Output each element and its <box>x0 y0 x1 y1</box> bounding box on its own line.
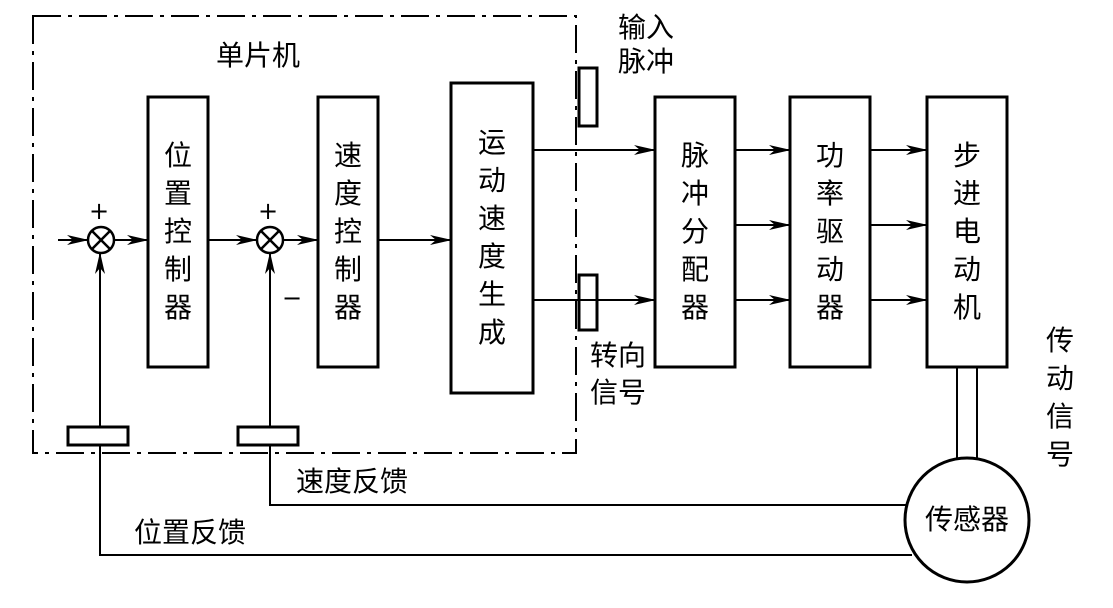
speed-feedback-label: 速度反馈 <box>296 465 409 498</box>
power-driver-text: 功率驱动器 <box>815 139 844 324</box>
power-driver-box <box>788 95 872 369</box>
position-feedback-port <box>66 425 130 447</box>
motion-speed-gen-label: 运动速度生成 <box>451 83 533 393</box>
sensor-label: 传感器 <box>925 503 1010 536</box>
transmission-signal-label: 传动信号 <box>1040 318 1080 478</box>
sum2-minus-sign: − <box>282 284 303 312</box>
sum-junction-2 <box>255 225 285 255</box>
direction-port <box>577 273 599 332</box>
sum-junction-1 <box>86 225 116 255</box>
mcu-boundary <box>32 15 577 454</box>
pulse-distributor-text: 脉冲分配器 <box>680 139 709 324</box>
sum1-plus-sign: + <box>89 197 110 225</box>
transmission-signal-text: 传动信号 <box>1045 324 1074 471</box>
direction-label-line2: 信号 <box>590 376 647 409</box>
mcu-label: 单片机 <box>216 39 301 72</box>
speed-controller-label: 速度控制器 <box>318 97 378 367</box>
position-controller-text: 位置控制器 <box>163 139 192 324</box>
position-controller-label: 位置控制器 <box>148 97 208 367</box>
pulse-distributor-label: 脉冲分配器 <box>655 97 735 367</box>
direction-label-line1: 转向 <box>590 339 647 372</box>
stepper-motor-text: 步进电动机 <box>952 139 981 324</box>
sum2-plus-sign: + <box>258 197 279 225</box>
motion-speed-gen-text: 运动速度生成 <box>477 126 506 349</box>
power-driver-label: 功率驱动器 <box>790 97 870 367</box>
sensor-circle <box>903 456 1031 584</box>
position-feedback-line <box>99 445 912 556</box>
pulse-distributor-box <box>653 95 737 369</box>
stepper-motor-box <box>925 95 1009 369</box>
stepper-motor-label: 步进电动机 <box>927 97 1007 367</box>
speed-feedback-line <box>269 445 912 506</box>
speed-controller-box <box>316 95 380 369</box>
input-pulse-label-line1: 输入 <box>618 11 675 44</box>
position-controller-box <box>146 95 210 369</box>
input-pulse-label-line2: 脉冲 <box>618 45 675 78</box>
input-pulse-port <box>577 66 599 128</box>
speed-feedback-port <box>236 425 300 447</box>
position-feedback-label: 位置反馈 <box>134 516 247 549</box>
speed-controller-text: 速度控制器 <box>333 139 362 324</box>
